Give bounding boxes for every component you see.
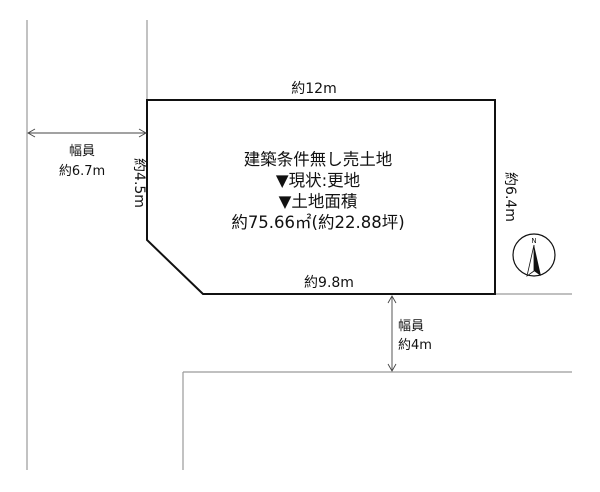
west-road-dimension: 幅員 約6.7m	[27, 128, 147, 179]
arrow-down-icon	[387, 363, 397, 372]
compass-needle-dark	[534, 245, 541, 276]
compass-needle-light	[526, 244, 535, 277]
area-label: ▼土地面積	[279, 192, 358, 211]
area-value: 約75.66㎡(約22.88坪)	[231, 213, 404, 232]
west-road-label: 幅員	[69, 144, 95, 159]
arrow-left-icon	[27, 128, 36, 138]
compass-north-label: N	[531, 237, 536, 245]
dimension-top: 約12m	[291, 81, 336, 97]
west-road-width: 約6.7m	[59, 164, 105, 179]
lot-outline	[146, 99, 496, 295]
dimension-left: 約4.5m	[131, 158, 147, 208]
dimension-bottom: 約9.8m	[304, 275, 354, 291]
arrow-up-icon	[387, 295, 397, 304]
south-road-width: 約4m	[398, 338, 432, 353]
south-road-dimension: 幅員 約4m	[387, 295, 432, 372]
dimension-right: 約6.4m	[502, 172, 518, 222]
south-road-label: 幅員	[398, 319, 424, 334]
listing-title: 建築条件無し売土地	[244, 150, 393, 169]
lot-info: 建築条件無し売土地 ▼現状:更地 ▼土地面積 約75.66㎡(約22.88坪)	[231, 150, 404, 232]
current-status: ▼現状:更地	[276, 171, 360, 190]
compass-icon: N	[512, 233, 556, 277]
arrow-right-icon	[138, 128, 147, 138]
